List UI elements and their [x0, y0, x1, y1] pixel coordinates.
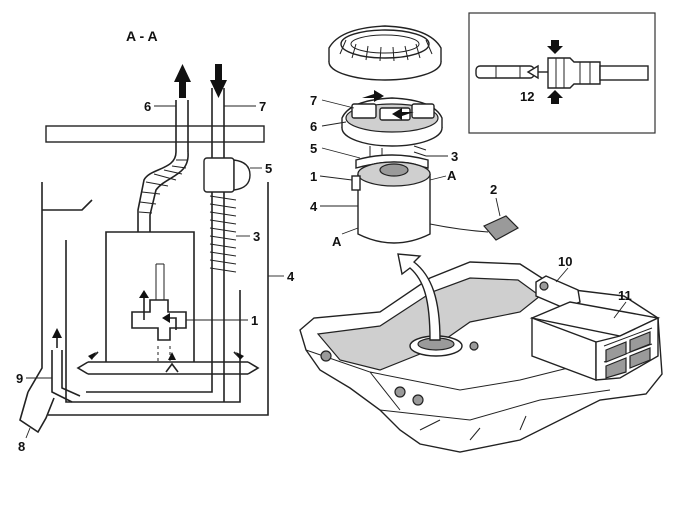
release-arrow-icon	[526, 64, 539, 80]
label-4b: 4	[310, 199, 318, 214]
pump-flange	[341, 90, 443, 147]
section-a-right: A	[447, 168, 457, 183]
float-arm	[429, 223, 489, 233]
label-5b: 5	[310, 141, 317, 156]
tank-lower-seam	[379, 389, 611, 421]
pipe-end	[475, 65, 535, 79]
arrow-up-small-icon	[168, 352, 176, 360]
tank-ribs	[419, 415, 527, 441]
section-mark-right	[429, 175, 447, 181]
canister-11	[529, 301, 661, 382]
label-6: 6	[144, 99, 151, 114]
leader-1b	[319, 175, 353, 181]
bolt-4	[469, 341, 479, 351]
label-5: 5	[265, 161, 272, 176]
arrow-left-icon	[88, 352, 96, 360]
press-down-icon	[547, 40, 563, 54]
label-12: 12	[520, 89, 534, 104]
down-arrow-icon	[210, 64, 227, 98]
flow-up-icon	[139, 290, 149, 298]
lock-ring	[328, 25, 442, 81]
vent-hose-b	[61, 350, 81, 397]
section-view: A - A	[16, 28, 295, 454]
flow-left-icon	[162, 313, 170, 323]
label-2: 2	[490, 182, 497, 197]
label-9: 9	[16, 371, 23, 386]
tank-inner-wall	[65, 240, 241, 403]
insertion-arrow-icon	[397, 253, 441, 341]
reservoir-can	[351, 161, 431, 244]
leader-6b	[321, 121, 347, 127]
pump-module-exploded: A A 7 6 5 3 1 4 2	[310, 25, 519, 249]
quick-connector	[547, 57, 649, 89]
label-11: 11	[618, 288, 632, 303]
leader-2	[495, 197, 501, 217]
leader-11	[613, 301, 627, 319]
label-6b: 6	[310, 119, 317, 134]
label-7: 7	[259, 99, 266, 114]
jet-pump	[131, 299, 187, 341]
flow-return-shaft	[168, 317, 177, 330]
leader-10	[555, 267, 569, 283]
bolt-1	[320, 350, 332, 362]
leader-7b	[321, 99, 355, 109]
label-1: 1	[251, 313, 258, 328]
up-arrow-icon	[174, 64, 191, 98]
label-4: 4	[287, 269, 295, 284]
section-a-left: A	[332, 234, 342, 249]
label-8: 8	[18, 439, 25, 454]
connector-6	[351, 103, 377, 119]
connector-detail: 12	[468, 12, 656, 134]
leader-5b	[321, 147, 361, 159]
flex-hose-left	[137, 151, 177, 232]
tank-left-wall	[27, 182, 43, 393]
connector-7	[411, 103, 435, 119]
mounting-flange	[45, 125, 265, 143]
suction-tube	[155, 263, 165, 300]
bolt-3	[412, 394, 424, 406]
float	[483, 215, 519, 241]
arrow-out-icon	[362, 90, 384, 102]
leader-8	[25, 427, 31, 439]
label-3: 3	[253, 229, 260, 244]
pump-terminal	[351, 175, 361, 191]
label-1b: 1	[310, 169, 317, 184]
bottom-tube	[88, 361, 248, 375]
label-3b: 3	[451, 149, 458, 164]
regulator-cap	[233, 159, 251, 191]
pressure-regulator	[203, 157, 235, 193]
bottom-tube-ends	[76, 361, 260, 375]
tank-right-wall	[48, 182, 269, 416]
section-mark-left	[341, 227, 359, 235]
pipe-beads	[495, 66, 521, 78]
arrow-right-icon	[236, 352, 244, 360]
section-title: A - A	[126, 28, 158, 44]
label-10: 10	[558, 254, 572, 269]
bolt-2	[394, 386, 406, 398]
filler-neck	[19, 391, 55, 434]
bracket-bolt	[539, 281, 549, 291]
center-split-arrow	[165, 362, 179, 373]
press-up-icon	[547, 90, 563, 104]
hose-corrugation	[138, 159, 188, 214]
detail-frame	[468, 12, 656, 134]
arrow-in-icon	[392, 108, 414, 120]
hose-end	[599, 65, 649, 81]
spring	[209, 195, 237, 273]
vent-hose-a	[51, 350, 73, 403]
vent-up-icon	[52, 328, 62, 338]
tank-baffle	[42, 199, 93, 211]
fuel-tank-3d: 10 11	[299, 253, 663, 453]
label-7b: 7	[310, 93, 317, 108]
reservoir	[105, 231, 195, 362]
